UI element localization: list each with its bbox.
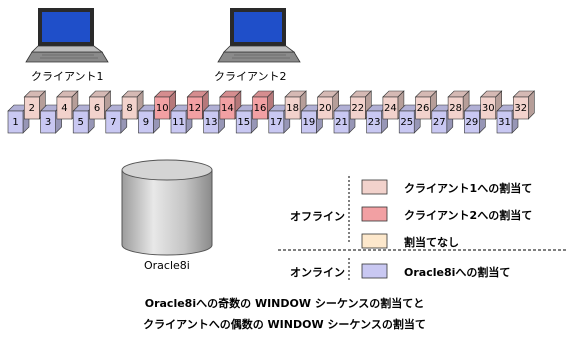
sequence-number: 31 [498,117,511,128]
sequence-cube-30: 30 [479,90,503,120]
offline-label: オフライン [290,210,345,223]
legend-swatch-client2 [361,206,388,222]
sequence-number: 29 [466,117,479,128]
legend-label-client2: クライアント2への割当て [404,209,533,222]
sequence-number: 4 [61,103,67,114]
sequence-cube-22: 22 [349,90,373,120]
laptop-icon [25,8,109,63]
legend-swatch-client1 [361,179,388,195]
sequence-number: 28 [449,103,462,114]
sequence-cube-23: 23 [365,104,389,134]
laptop-icon [217,8,301,63]
sequence-number: 22 [351,103,364,114]
caption-line-2: クライアントへの偶数の WINDOW シーケンスの割当て [143,318,426,331]
sequence-number: 18 [286,103,299,114]
database-label: Oracle8i [144,259,190,272]
sequence-number: 11 [172,117,185,128]
sequence-number: 1 [12,117,18,128]
sequence-number: 27 [433,117,446,128]
legend-label-client1: クライアント1への割当て [404,182,533,195]
sequence-number: 24 [384,103,397,114]
sequence-number: 9 [143,117,149,128]
sequence-number: 15 [237,117,250,128]
sequence-cube-7: 7 [105,104,128,134]
sequence-number: 2 [29,103,35,114]
sequence-number: 13 [205,117,218,128]
sequence-number: 5 [78,117,84,128]
sequence-cube-28: 28 [447,90,470,120]
sequence-number: 21 [335,117,348,128]
sequence-number: 14 [221,103,234,114]
window-sequence: 1234567891011121314151617181920212223242… [7,90,536,134]
client1-label: クライアント1 [31,70,104,83]
sequence-cube-9: 9 [137,104,161,134]
sequence-number: 32 [514,103,527,114]
sequence-cube-24: 24 [382,90,405,120]
sequence-cube-4: 4 [56,90,79,120]
sequence-cube-32: 32 [512,90,536,120]
sequence-cube-10: 10 [153,90,177,120]
online-label: オンライン [290,266,345,279]
sequence-cube-6: 6 [88,90,112,120]
legend-swatch-oracle [361,263,388,279]
sequence-number: 10 [156,103,169,114]
sequence-number: 25 [400,117,413,128]
sequence-cube-14: 14 [219,90,242,120]
sequence-number: 7 [110,117,116,128]
caption-line-1: Oracle8iへの奇数の WINDOW シーケンスの割当てと [144,297,425,310]
sequence-number: 6 [94,103,100,114]
sequence-number: 3 [45,117,51,128]
sequence-number: 19 [303,117,316,128]
sequence-number: 12 [188,103,201,114]
client2-label: クライアント2 [214,70,287,83]
sequence-cube-3: 3 [39,104,63,134]
sequence-number: 16 [254,103,267,114]
sequence-number: 26 [417,103,430,114]
legend-label-unassigned: 割当てなし [404,236,459,249]
sequence-number: 23 [368,117,381,128]
sequence-number: 17 [270,117,283,128]
sequence-number: 20 [319,103,332,114]
sequence-number: 30 [482,103,495,114]
sequence-cube-13: 13 [202,104,226,134]
database-icon [121,159,213,256]
sequence-number: 8 [126,103,132,114]
legend-label-oracle: Oracle8iへの割当て [404,266,511,279]
legend-swatch-unassigned [361,233,388,249]
